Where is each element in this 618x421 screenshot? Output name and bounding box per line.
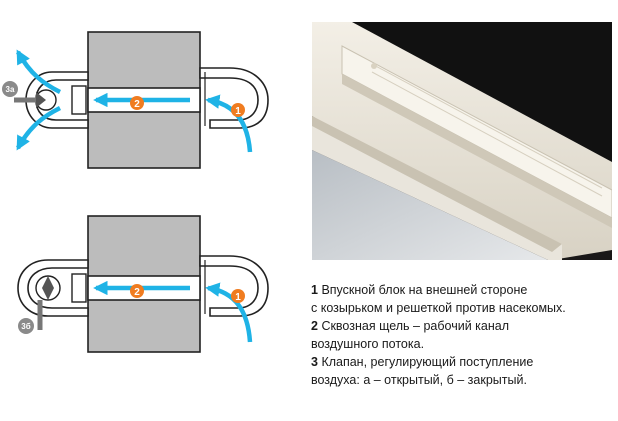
diagram-bottom: 1 2 3б xyxy=(17,215,269,353)
ventilation-diagram: 1 2 3a 1 2 3б xyxy=(2,31,269,353)
airflow-arrow-out-down xyxy=(16,105,62,151)
badge-2-bottom-label: 2 xyxy=(134,287,140,298)
legend-item-1-number: 1 xyxy=(311,283,318,297)
valve-open-icon xyxy=(14,89,57,111)
legend-item-2: 2 Сквозная щель – рабочий канал воздушно… xyxy=(311,317,616,353)
outer-hood-bottom xyxy=(199,255,269,317)
valve-badge-3a-label: 3a xyxy=(6,85,15,94)
badge-1-top-label: 1 xyxy=(235,106,241,117)
badge-1-bottom xyxy=(231,289,245,303)
vent-unit xyxy=(341,45,612,219)
valve-closed-icon xyxy=(35,275,61,330)
badge-2-top xyxy=(130,96,144,110)
valve-badge-3b xyxy=(18,318,34,334)
window-vent-photo xyxy=(312,22,612,260)
legend-item-3-line1: Клапан, регулирующий поступление xyxy=(321,355,534,369)
airflow-arrow-out-up xyxy=(16,49,62,95)
legend-item-2-line1: Сквозная щель – рабочий канал xyxy=(321,319,509,333)
legend-item-2-line2: воздушного потока. xyxy=(311,337,425,351)
badge-2-bottom xyxy=(130,284,144,298)
valve-badge-3a xyxy=(2,81,18,97)
inner-housing-bottom xyxy=(17,259,89,317)
legend-item-2-number: 2 xyxy=(311,319,318,333)
legend-item-1-line1: Впускной блок на внешней стороне xyxy=(321,283,528,297)
airflow-arrow-in-top xyxy=(205,94,253,153)
badge-1-bottom-label: 1 xyxy=(235,292,241,303)
legend-item-1-line2: с козырьком и решеткой против насекомых. xyxy=(311,301,566,315)
airflow-arrow-in-bottom xyxy=(205,282,253,343)
legend-item-1: 1 Впускной блок на внешней стороне с коз… xyxy=(311,281,616,317)
inner-housing-top xyxy=(25,71,89,129)
badge-1-top xyxy=(231,103,245,117)
legend-item-3-number: 3 xyxy=(311,355,318,369)
legend-item-3: 3 Клапан, регулирующий поступление возду… xyxy=(311,353,616,389)
outer-hood-top xyxy=(199,67,269,129)
window-vent-illustration xyxy=(312,22,612,260)
legend-item-3-line2: воздуха: а – открытый, б – закрытый. xyxy=(311,373,527,387)
diagram-top: 1 2 3a xyxy=(2,31,269,169)
badge-2-top-label: 2 xyxy=(134,99,140,110)
valve-badge-3b-label: 3б xyxy=(21,322,30,331)
legend: 1 Впускной блок на внешней стороне с коз… xyxy=(311,281,616,389)
